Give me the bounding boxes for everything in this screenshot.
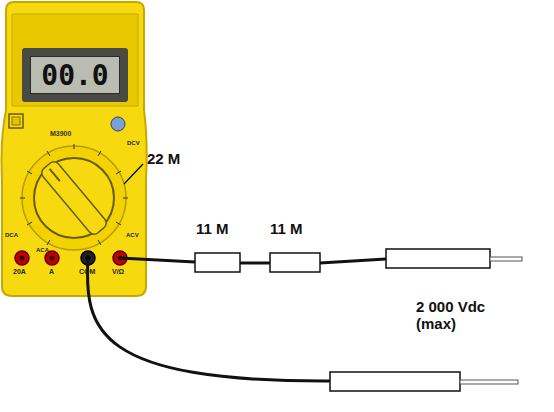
jack-label: 20A xyxy=(13,268,26,276)
probe-tip xyxy=(490,257,522,261)
test-lead xyxy=(120,258,195,262)
display-bezel xyxy=(12,14,138,106)
transistor-socket xyxy=(111,117,125,131)
dial-label: DCV xyxy=(127,140,140,147)
jack-label: V/Ω xyxy=(112,268,124,276)
dial-plate xyxy=(22,146,126,250)
lcd-frame xyxy=(22,48,128,102)
voltage-note: 2 000 Vdc (max) xyxy=(416,298,512,333)
resistor-symbol xyxy=(270,253,320,272)
range-label: 22 M xyxy=(147,150,180,167)
test-lead xyxy=(240,262,270,265)
resistor-value: 11 M xyxy=(196,220,229,237)
leader-line xyxy=(124,164,143,184)
input-jack xyxy=(15,251,127,265)
lcd-display: 00.0 xyxy=(30,56,120,94)
probe-tip xyxy=(460,380,518,384)
resistor-value: 11 M xyxy=(270,220,303,237)
rotary-switch xyxy=(34,158,114,238)
model-name: M3900 xyxy=(50,130,71,138)
jack-label: COM xyxy=(79,268,95,276)
power-button xyxy=(12,117,20,125)
probe-handle xyxy=(330,372,460,391)
meter-body xyxy=(2,2,147,296)
switch-knob xyxy=(39,159,108,236)
dial-ticks xyxy=(20,144,128,245)
resistor-symbol xyxy=(195,253,240,272)
display-reading: 00.0 xyxy=(41,59,108,92)
jack-label: A xyxy=(49,268,54,276)
dial-label: ACV xyxy=(126,232,139,239)
test-lead xyxy=(87,258,330,381)
dial-label: ACA xyxy=(36,247,49,254)
test-lead xyxy=(320,259,386,263)
dial-label: DCA xyxy=(5,232,18,239)
power-button xyxy=(9,114,23,128)
probe-handle xyxy=(386,249,490,268)
